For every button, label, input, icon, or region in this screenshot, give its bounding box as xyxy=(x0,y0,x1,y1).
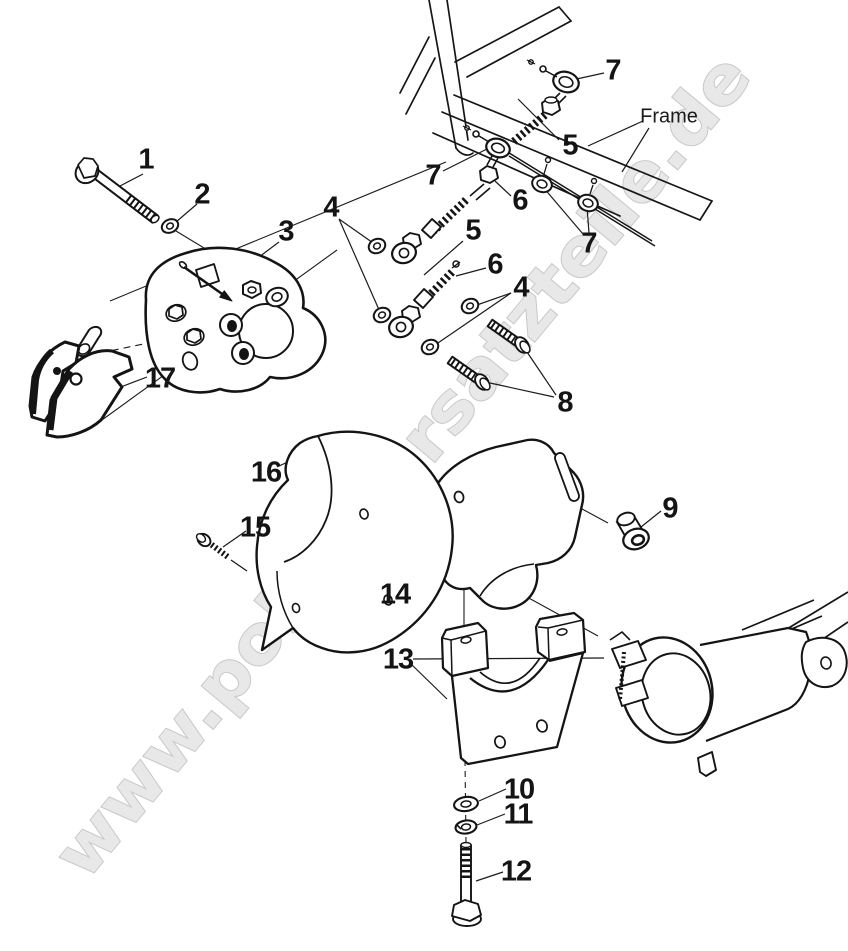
part-bolts-8 xyxy=(446,318,531,391)
callout-5-mid: 5 xyxy=(465,214,481,247)
part-axle-bracket-13 xyxy=(440,611,587,766)
callout-7-left: 7 xyxy=(425,159,441,192)
callout-11: 11 xyxy=(503,798,534,831)
callout-16: 16 xyxy=(250,456,282,489)
caliper-tab xyxy=(195,263,220,288)
callout-6-mid: 6 xyxy=(487,248,503,281)
callout-13: 13 xyxy=(382,643,414,676)
part-dust-shield-16 xyxy=(255,430,454,654)
callout-15: 15 xyxy=(239,511,271,544)
callout-4b: 4 xyxy=(513,271,529,304)
boss-left xyxy=(440,621,490,678)
callout-7-top: 7 xyxy=(605,54,621,87)
part-lock-washer-11 xyxy=(454,819,478,835)
callout-8: 8 xyxy=(557,386,573,419)
callout-2: 2 xyxy=(194,178,210,211)
bleeder-hex-1 xyxy=(168,304,184,320)
flare-nut-6a xyxy=(479,165,499,184)
part-washer-2 xyxy=(160,218,180,234)
callout-10: 10 xyxy=(503,773,535,806)
part-bolt-12 xyxy=(451,841,482,927)
callout-6-top: 6 xyxy=(512,184,528,217)
banjo-barrel-5 xyxy=(421,218,442,239)
part-bolt-1 xyxy=(74,157,160,224)
part-brake-pads xyxy=(28,325,134,439)
banjo-barrel-6 xyxy=(413,288,434,309)
part-spacer-9 xyxy=(615,511,650,551)
callout-17: 17 xyxy=(144,362,176,395)
axle-housing xyxy=(609,591,848,777)
plate-slot xyxy=(554,452,580,502)
part-brake-hose-6 xyxy=(388,260,461,339)
part-washer-10 xyxy=(453,795,479,813)
callout-4a: 4 xyxy=(323,191,339,224)
housing-tab xyxy=(697,751,717,777)
callout-3: 3 xyxy=(278,215,294,248)
part-mount-plate-14 xyxy=(435,438,585,610)
callout-1: 1 xyxy=(138,143,154,176)
frame-tubes xyxy=(399,0,713,221)
direction-arrow xyxy=(183,265,226,298)
part-washers-4 xyxy=(367,237,480,356)
callout-7-bottom: 7 xyxy=(581,227,597,260)
bleeder-hex-2 xyxy=(186,328,202,344)
part-hose-clamps xyxy=(462,59,599,213)
boss-right xyxy=(534,611,587,662)
callout-9: 9 xyxy=(662,492,678,525)
callout-12: 12 xyxy=(500,855,532,888)
part-screw-15 xyxy=(195,532,248,572)
part-brake-hose-5 xyxy=(391,92,567,265)
leader-lines xyxy=(117,72,662,882)
callout-14: 14 xyxy=(379,578,411,611)
frame-label: Frame xyxy=(640,105,698,128)
callout-5-top: 5 xyxy=(562,129,578,162)
hub-clamp xyxy=(611,640,647,669)
part-caliper xyxy=(144,246,327,394)
saddle-arc xyxy=(469,659,549,693)
